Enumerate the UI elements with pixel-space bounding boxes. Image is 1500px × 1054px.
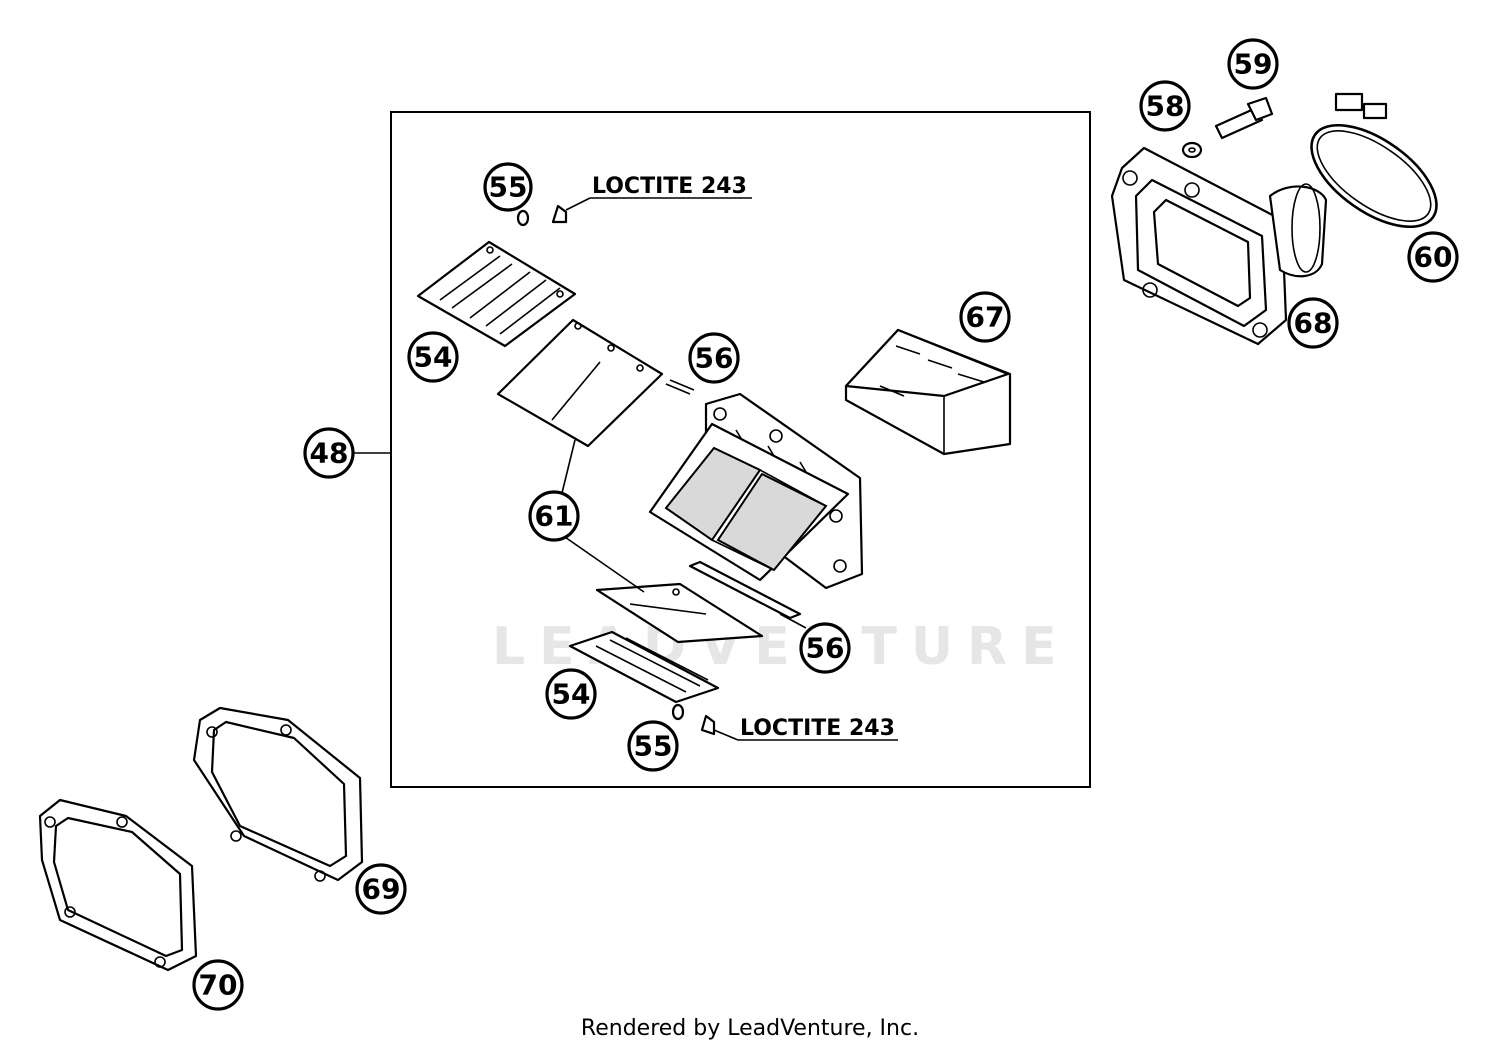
reed-petal-top [496, 318, 664, 448]
callout-59[interactable]: 59 [1227, 38, 1279, 90]
intake-manifold-68 [1110, 146, 1328, 346]
screw-55-bottom [671, 703, 716, 736]
callout-56-bottom[interactable]: 56 [799, 622, 851, 674]
callout-61[interactable]: 61 [528, 490, 580, 542]
callout-69-label: 69 [362, 873, 401, 906]
screw-56-top [665, 379, 695, 395]
callout-59-label: 59 [1234, 48, 1273, 81]
leader-loctite-bottom [713, 729, 739, 741]
callout-55-top-label: 55 [489, 171, 528, 204]
leader-61-top [561, 439, 576, 494]
reed-stop-top [416, 240, 577, 348]
callout-54-bottom-label: 54 [552, 678, 591, 711]
callout-68-label: 68 [1294, 307, 1333, 340]
callout-58[interactable]: 58 [1139, 80, 1191, 132]
callout-54-bottom[interactable]: 54 [545, 668, 597, 720]
callout-69[interactable]: 69 [355, 863, 407, 915]
leader-61-bottom [561, 534, 645, 593]
callout-61-label: 61 [535, 500, 574, 533]
callout-48-label: 48 [310, 437, 349, 470]
footer-credit: Rendered by LeadVenture, Inc. [580, 1016, 920, 1041]
callout-58-label: 58 [1146, 90, 1185, 123]
callout-55-top[interactable]: 55 [483, 162, 533, 212]
callout-67-label: 67 [966, 301, 1005, 334]
callout-70[interactable]: 70 [192, 959, 244, 1011]
loctite-note-top: LOCTITE 243 [592, 174, 747, 199]
reed-petal-bottom [595, 582, 764, 644]
gasket-69 [192, 706, 364, 882]
callout-56-top[interactable]: 56 [688, 332, 740, 384]
callout-55-bottom-label: 55 [634, 730, 673, 763]
callout-60[interactable]: 60 [1407, 231, 1459, 283]
hose-clamp-60 [1310, 92, 1438, 229]
reed-stop-bottom [568, 630, 720, 704]
bolt-59 [1214, 96, 1274, 140]
callout-67[interactable]: 67 [959, 291, 1011, 343]
callout-68[interactable]: 68 [1287, 297, 1339, 349]
callout-56-bottom-label: 56 [806, 632, 845, 665]
callout-54-top-label: 54 [414, 341, 453, 374]
callout-54-top[interactable]: 54 [407, 331, 459, 383]
loctite-note-bottom: LOCTITE 243 [740, 716, 895, 741]
callout-60-label: 60 [1414, 241, 1453, 274]
leader-loctite-top [565, 197, 591, 211]
screw-55-top [516, 204, 568, 227]
screw-strip-56-bottom [688, 560, 802, 620]
callout-56-top-label: 56 [695, 342, 734, 375]
callout-48[interactable]: 48 [303, 427, 355, 479]
reed-block [648, 392, 864, 590]
washer-58 [1181, 141, 1203, 159]
callout-70-label: 70 [199, 969, 238, 1002]
callout-55-bottom[interactable]: 55 [627, 720, 679, 772]
assembly-frame [390, 111, 1091, 788]
leader-56-bottom [779, 613, 807, 629]
cover-67 [844, 328, 1012, 456]
gasket-70 [38, 798, 198, 972]
